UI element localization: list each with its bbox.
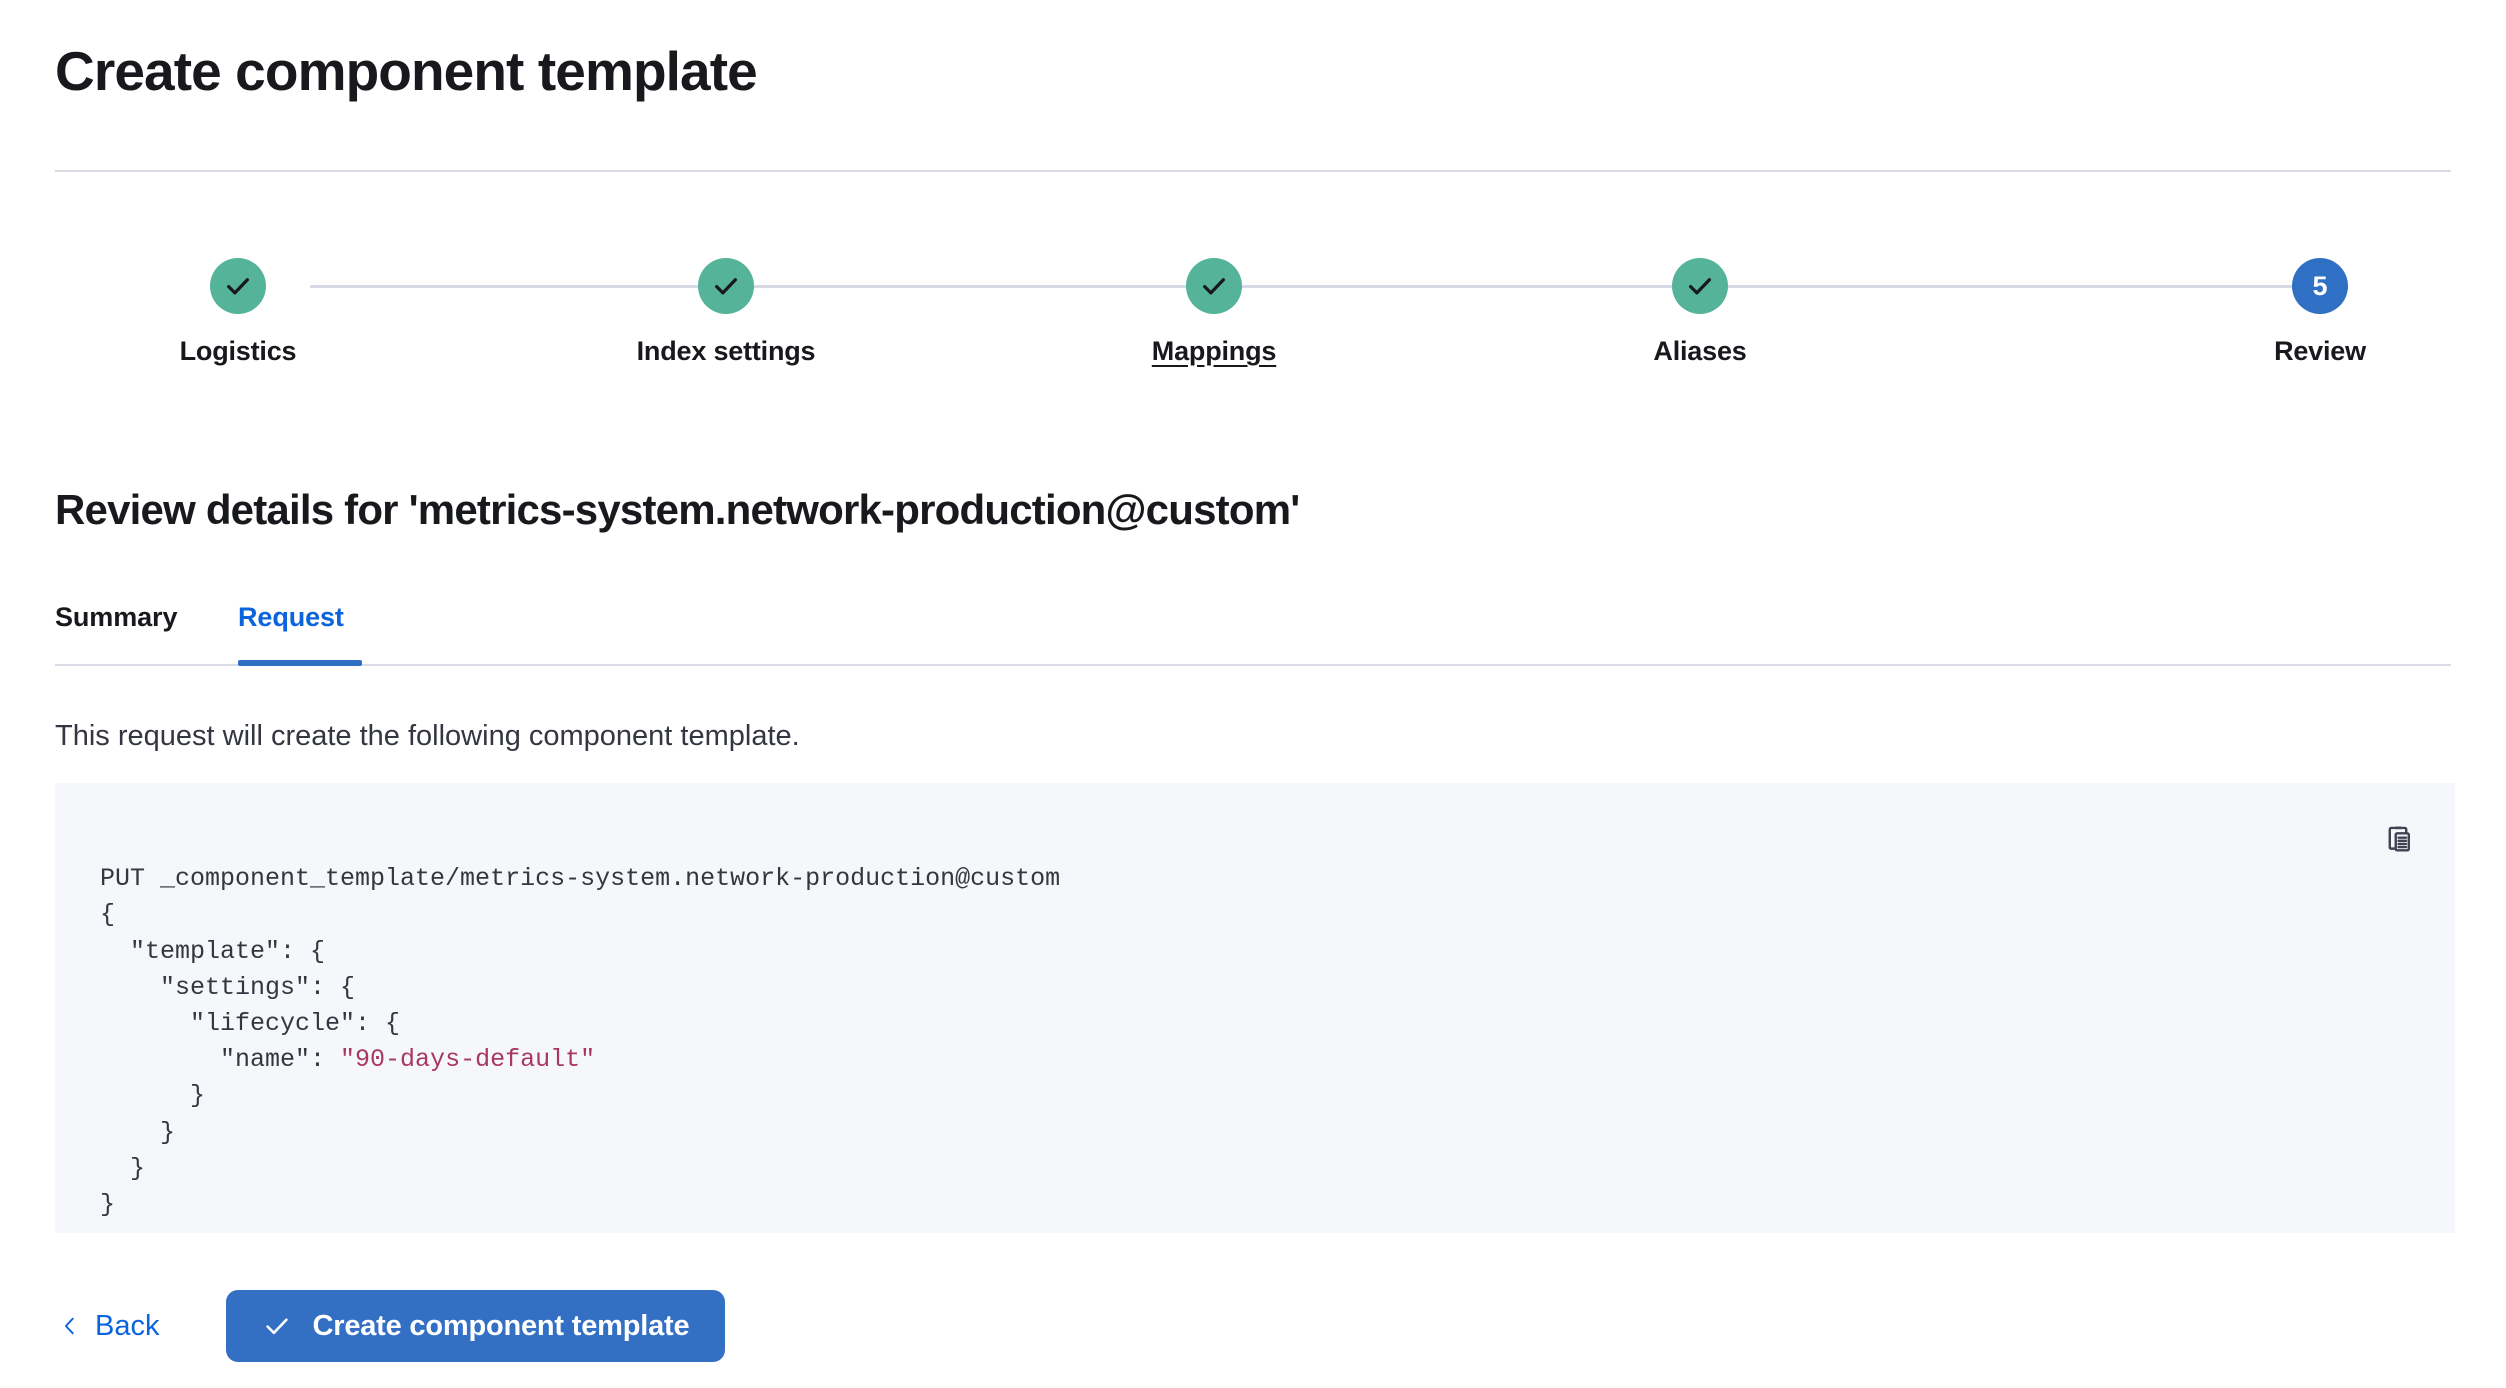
page-title: Create component template: [55, 40, 758, 102]
check-icon: [715, 278, 737, 295]
step-indicator-current: 5: [2292, 258, 2348, 314]
review-tabs: Summary Request: [55, 600, 2451, 666]
code-line: }: [100, 1153, 146, 1183]
request-code-panel: PUT _component_template/metrics-system.n…: [55, 783, 2455, 1233]
check-icon: [1203, 278, 1225, 295]
code-line: {: [100, 900, 116, 930]
tab-request[interactable]: Request: [238, 600, 344, 664]
create-component-template-button[interactable]: Create component template: [226, 1290, 726, 1362]
stepper-step-logistics[interactable]: Logistics: [108, 258, 368, 367]
stepper-connector-4: [1785, 285, 2320, 288]
step-label-review: Review: [2274, 336, 2366, 366]
code-line: "lifecycle": {: [100, 1009, 401, 1039]
chevron-left-icon: [64, 1317, 74, 1335]
check-icon: [227, 278, 249, 295]
step-label-logistics: Logistics: [179, 336, 297, 366]
back-button-label: Back: [95, 1309, 160, 1342]
code-line-method: PUT _component_template/metrics-system.n…: [100, 864, 1061, 894]
tab-active-indicator: [238, 660, 362, 666]
code-line-name-key: "name":: [100, 1045, 341, 1075]
wizard-footer: Back Create component template: [55, 1290, 726, 1362]
step-number: 5: [2312, 270, 2328, 301]
copy-to-clipboard-button[interactable]: [2370, 811, 2426, 867]
stepper-connector-1: [310, 285, 861, 288]
stepper-connector-3: [1270, 285, 1821, 288]
create-component-template-label: Create component template: [312, 1309, 690, 1342]
review-heading: Review details for 'metrics-system.netwo…: [55, 486, 1300, 533]
check-icon: [1689, 278, 1711, 295]
tabs-divider: [55, 664, 2451, 666]
stepper-step-aliases[interactable]: Aliases: [1570, 258, 1830, 367]
wizard-stepper: Logistics Index settings Mappings Aliase…: [55, 258, 2451, 398]
stepper-step-mappings[interactable]: Mappings: [1084, 258, 1344, 367]
code-line: "template": {: [100, 936, 326, 966]
step-indicator-complete: [210, 258, 266, 314]
step-label-index-settings: Index settings: [636, 336, 816, 366]
tab-summary[interactable]: Summary: [55, 600, 177, 664]
copy-clipboard-icon: [2388, 826, 2410, 852]
step-label-mappings: Mappings: [1151, 336, 1277, 366]
step-indicator-complete: [698, 258, 754, 314]
code-line: "settings": {: [100, 972, 356, 1002]
header-divider: [55, 170, 2451, 172]
request-code: PUT _component_template/metrics-system.n…: [100, 825, 1060, 1259]
back-button[interactable]: Back: [55, 1300, 163, 1353]
step-indicator-complete: [1672, 258, 1728, 314]
step-label-aliases: Aliases: [1653, 336, 1747, 366]
request-description: This request will create the following c…: [55, 720, 800, 752]
code-line: }: [100, 1190, 116, 1220]
check-icon: [266, 1318, 289, 1335]
stepper-connector-2: [782, 285, 1333, 288]
step-indicator-complete: [1186, 258, 1242, 314]
code-line: }: [100, 1117, 176, 1147]
stepper-step-index-settings[interactable]: Index settings: [596, 258, 856, 367]
code-string-value: "90-days-default": [340, 1045, 596, 1075]
stepper-step-review[interactable]: 5 Review: [2190, 258, 2450, 367]
code-line: }: [100, 1081, 206, 1111]
